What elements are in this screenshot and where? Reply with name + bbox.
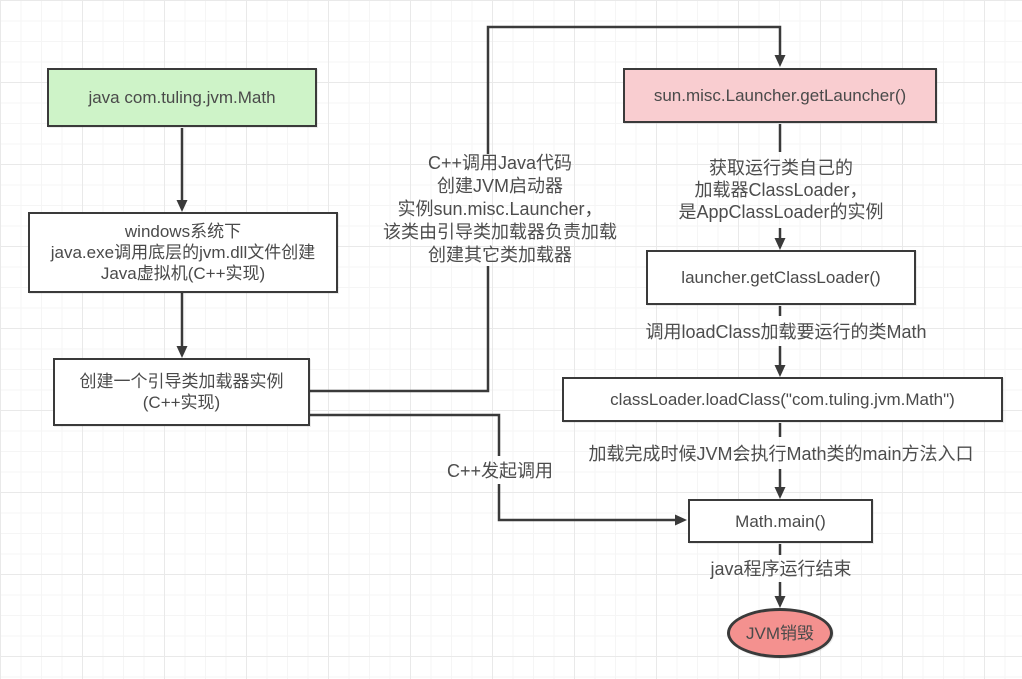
note-cpp-create-launcher-line1: C++调用Java代码	[427, 153, 573, 173]
arrowhead-getclassloader	[774, 238, 786, 250]
note-app-classloader: 获取运行类自己的 加载器ClassLoader， 是AppClassLoader…	[650, 157, 912, 223]
node-java-command: java com.tuling.jvm.Math	[47, 68, 317, 127]
node-windows-jvm-line1: windows系统下	[124, 222, 242, 241]
node-windows-jvm-line3: Java虚拟机(C++实现)	[100, 264, 266, 283]
arrowhead-mathmain-left	[675, 514, 687, 526]
arrowhead-getlauncher	[774, 55, 786, 67]
node-get-launcher: sun.misc.Launcher.getLauncher()	[623, 68, 937, 123]
note-cpp-create-launcher-line3: 实例sun.misc.Launcher，	[397, 199, 603, 219]
note-cpp-create-launcher-line4: 该类由引导类加载器负责加载	[383, 222, 617, 242]
note-load-class: 调用loadClass加载要运行的类Math	[645, 322, 927, 342]
node-bootstrap-loader: 创建一个引导类加载器实例 (C++实现)	[53, 358, 310, 426]
node-jvm-destroy-label: JVM销毁	[746, 623, 814, 643]
node-jvm-destroy: JVM销毁	[727, 608, 833, 658]
node-load-class-label: classLoader.loadClass("com.tuling.jvm.Ma…	[610, 390, 955, 409]
note-java-end: java程序运行结束	[710, 559, 852, 579]
connector-bootstrap-to-main-a	[310, 413, 501, 456]
node-java-command-label: java com.tuling.jvm.Math	[88, 88, 276, 107]
arrowhead-bootstrap	[176, 346, 188, 358]
arrowhead-mathmain-top	[774, 487, 786, 499]
node-windows-jvm: windows系统下 java.exe调用底层的jvm.dll文件创建 Java…	[28, 212, 338, 293]
connector-bootstrap-to-main-b	[497, 484, 676, 522]
arrowhead-destroy	[774, 596, 786, 608]
note-cpp-create-launcher-line2: 创建JVM启动器	[437, 176, 563, 196]
node-get-launcher-label: sun.misc.Launcher.getLauncher()	[653, 86, 907, 105]
node-math-main-label: Math.main()	[735, 511, 826, 531]
node-bootstrap-loader-line1: 创建一个引导类加载器实例	[79, 372, 284, 391]
node-math-main: Math.main()	[688, 499, 873, 543]
note-app-classloader-line1: 获取运行类自己的	[709, 158, 853, 178]
node-get-classloader: launcher.getClassLoader()	[646, 250, 916, 305]
node-windows-jvm-line2: java.exe调用底层的jvm.dll文件创建	[50, 243, 316, 262]
note-cpp-call: C++发起调用	[446, 461, 554, 481]
node-get-classloader-label: launcher.getClassLoader()	[681, 268, 881, 287]
note-app-classloader-line2: 加载器ClassLoader，	[694, 180, 868, 200]
note-app-classloader-line3: 是AppClassLoader的实例	[678, 202, 884, 222]
arrowhead-loadclass	[774, 365, 786, 377]
note-cpp-create-launcher-line5: 创建其它类加载器	[428, 245, 572, 265]
node-load-class: classLoader.loadClass("com.tuling.jvm.Ma…	[562, 377, 1003, 422]
note-main-entry: 加载完成时候JVM会执行Math类的main方法入口	[588, 444, 974, 464]
note-cpp-create-launcher: C++调用Java代码 创建JVM启动器 实例sun.misc.Launcher…	[355, 152, 645, 267]
arrowhead-windows	[176, 200, 188, 212]
node-bootstrap-loader-line2: (C++实现)	[142, 393, 221, 412]
